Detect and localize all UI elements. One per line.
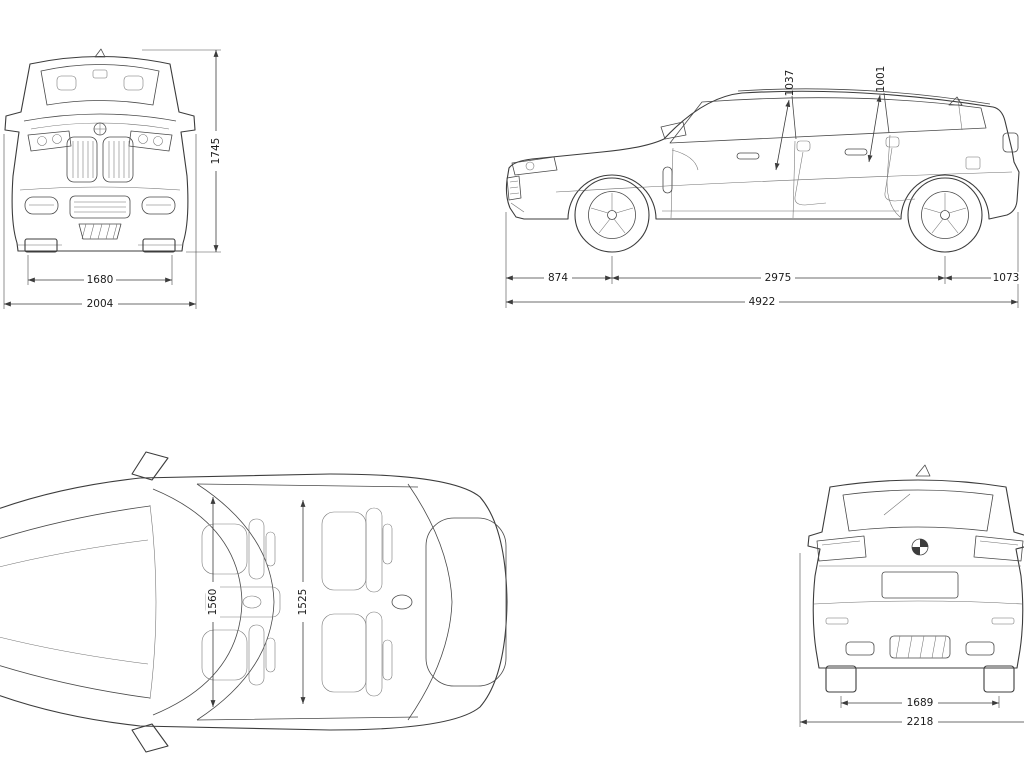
interior-seats-side bbox=[671, 136, 916, 206]
taillight-side bbox=[1002, 132, 1019, 153]
front-skid-plate bbox=[78, 223, 122, 240]
rear-window-edge bbox=[407, 483, 453, 721]
windshield-rear-edge bbox=[196, 483, 275, 721]
top-dimensions: 1560 1525 bbox=[206, 497, 310, 707]
hood-crease-upper bbox=[23, 113, 177, 122]
exhaust-left bbox=[845, 641, 875, 656]
fog-intake-right bbox=[141, 196, 176, 215]
reflector-left bbox=[825, 617, 849, 625]
dim-overall-length: 4922 bbox=[749, 296, 776, 308]
side-dimensions: 1037 1001 874 2975 1073 4922 bbox=[505, 66, 1021, 308]
side-mirror bbox=[660, 121, 687, 140]
wheel-front bbox=[574, 177, 650, 253]
glasshouse-outline bbox=[669, 97, 987, 144]
headrest-right bbox=[123, 75, 144, 91]
dim-rear-headroom: 1001 bbox=[875, 66, 887, 93]
roof-rail bbox=[737, 88, 991, 105]
dim-overall-width-mirrors: 2218 bbox=[907, 716, 934, 728]
top-body-outline bbox=[0, 473, 508, 731]
fuel-door bbox=[965, 156, 981, 170]
top-view: 1560 1525 bbox=[0, 451, 508, 753]
lower-center-grille bbox=[69, 195, 131, 219]
taillight-right bbox=[973, 535, 1024, 562]
door-handle-rear bbox=[844, 148, 868, 156]
rearview-mirror bbox=[92, 69, 108, 79]
roof-antenna-icon bbox=[94, 48, 106, 58]
dim-rear-overhang: 1073 bbox=[993, 272, 1020, 284]
roof-side-edges bbox=[196, 483, 419, 721]
side-body-outline bbox=[505, 90, 1020, 220]
license-plate-recess bbox=[881, 571, 959, 599]
mirror-bottom bbox=[131, 723, 169, 753]
dim-overall-height: 1745 bbox=[210, 138, 222, 165]
fog-intake-left bbox=[24, 196, 59, 215]
hood-contours bbox=[0, 504, 157, 700]
fender-vent bbox=[662, 166, 673, 194]
front-windshield bbox=[40, 64, 160, 106]
wheel-rear-left bbox=[825, 665, 857, 693]
antenna-fin-rear-icon bbox=[915, 464, 931, 477]
taillight-left bbox=[816, 535, 867, 562]
quarter-window-divider bbox=[957, 98, 963, 131]
kidney-grille-right bbox=[102, 136, 134, 183]
bumper-top-line bbox=[19, 186, 181, 191]
kidney-grille-left bbox=[66, 136, 98, 183]
dim-rear-track: 1689 bbox=[907, 697, 934, 709]
grille-side bbox=[506, 175, 522, 201]
headlight-right bbox=[128, 130, 173, 152]
dim-overall-width: 2004 bbox=[87, 298, 114, 310]
headrest-left bbox=[56, 75, 77, 91]
reflector-right bbox=[991, 617, 1015, 625]
front-door-seam bbox=[792, 140, 796, 219]
rear-body-outline bbox=[807, 479, 1024, 669]
rear-view: 1689 2218 bbox=[799, 464, 1024, 728]
headlight-side bbox=[511, 156, 558, 176]
front-bumper-crease bbox=[510, 202, 525, 213]
front-dimensions: 1745 1680 2004 bbox=[3, 49, 222, 310]
wheel-rear bbox=[907, 177, 983, 253]
front-view: 1745 1680 2004 bbox=[3, 48, 222, 310]
side-view: 1037 1001 874 2975 1073 4922 bbox=[505, 66, 1021, 308]
rear-hatch-glass bbox=[425, 517, 507, 687]
dim-front-track: 1680 bbox=[87, 274, 114, 286]
headlight-left bbox=[27, 130, 72, 152]
wheel-front-left bbox=[24, 238, 58, 253]
rear-wiper bbox=[883, 493, 911, 516]
rear-dimensions: 1689 2218 bbox=[799, 553, 1024, 728]
roof-antenna-plan-icon bbox=[391, 594, 413, 610]
door-handle-front bbox=[736, 152, 760, 160]
dim-rear-interior-width: 1525 bbox=[297, 589, 309, 616]
brand-roundel-cross bbox=[94, 123, 106, 135]
rear-diffuser bbox=[889, 635, 951, 659]
dim-front-headroom: 1037 bbox=[784, 70, 796, 97]
exhaust-right bbox=[965, 641, 995, 656]
wheel-rear-right bbox=[983, 665, 1015, 693]
c-pillar bbox=[883, 92, 890, 134]
b-pillar bbox=[791, 95, 797, 140]
dim-wheelbase: 2975 bbox=[765, 272, 792, 284]
front-body-outline bbox=[4, 55, 196, 252]
antenna-fin-icon bbox=[948, 96, 963, 106]
character-line bbox=[555, 171, 1013, 193]
dim-front-interior-width: 1560 bbox=[207, 589, 219, 616]
bumper-top-seam bbox=[813, 600, 1023, 605]
wheel-front-right bbox=[142, 238, 176, 253]
brand-roundel-rear-icon bbox=[911, 538, 929, 556]
rear-seats-plan bbox=[321, 507, 393, 697]
rear-window bbox=[842, 489, 994, 532]
mirror-top bbox=[131, 451, 169, 481]
windshield-front-edge bbox=[152, 488, 243, 716]
dim-front-overhang: 874 bbox=[548, 272, 568, 284]
